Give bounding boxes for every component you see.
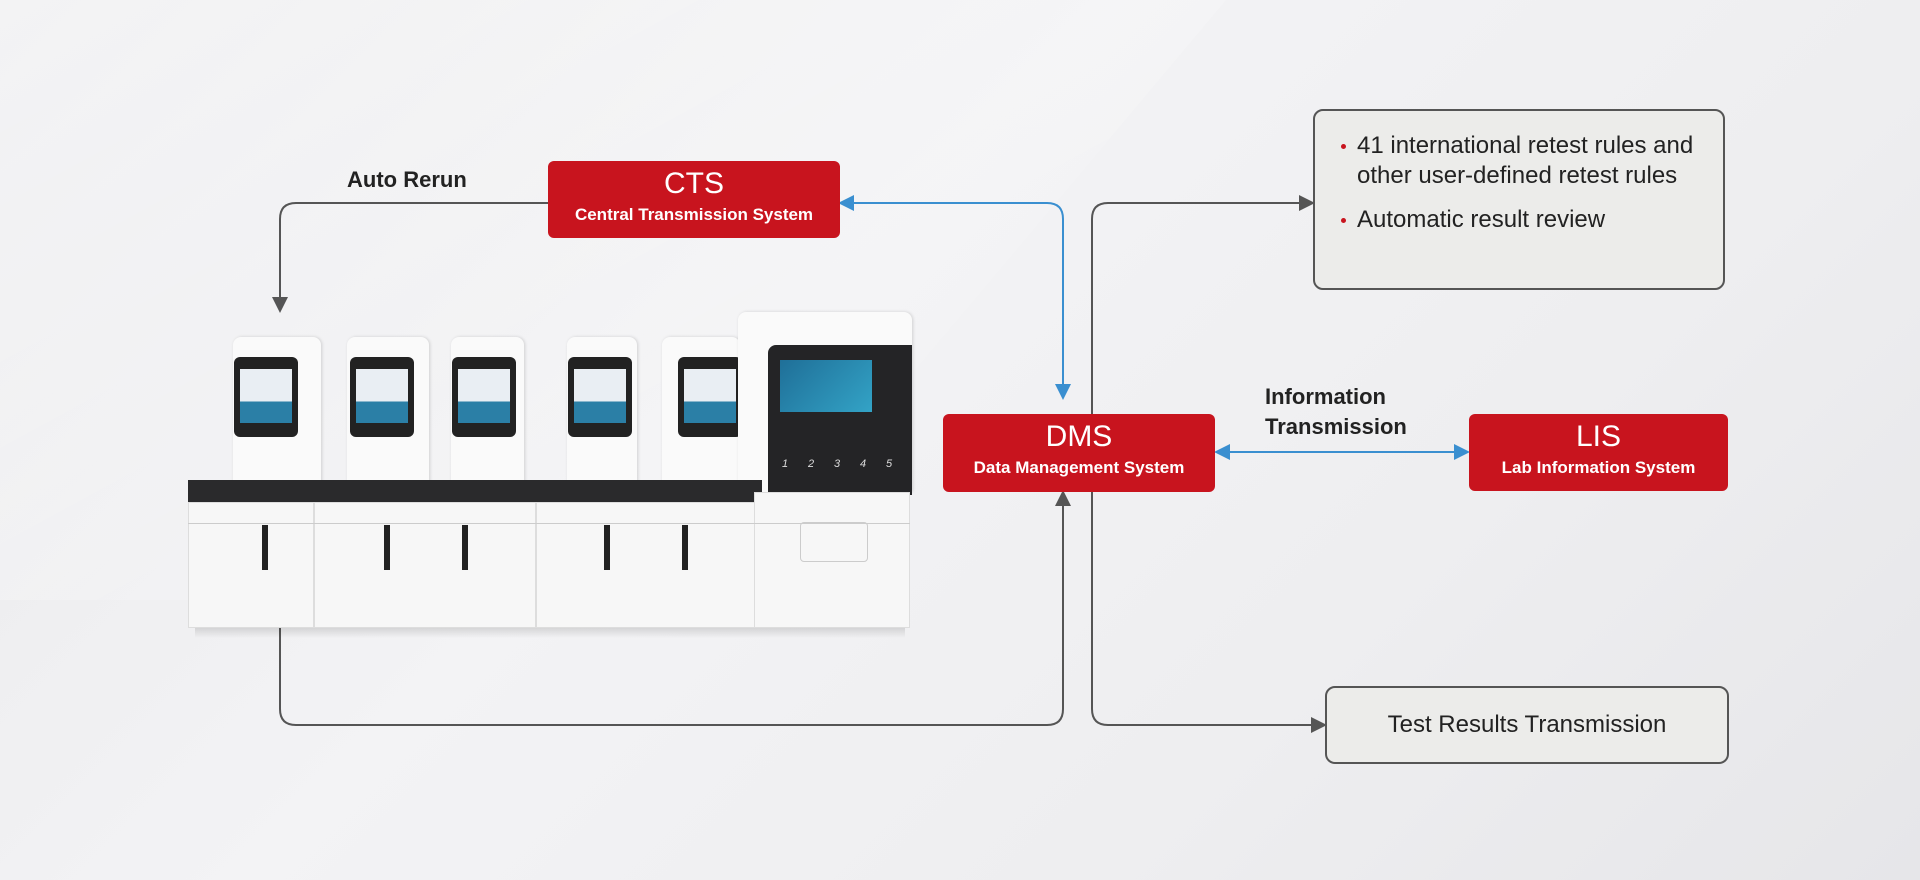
- information-transmission-label: Information Transmission: [1265, 382, 1407, 442]
- cts-dms-line: [838, 195, 1071, 400]
- auto-rerun-line: [272, 202, 548, 313]
- rule-item: Automatic result review: [1335, 205, 1705, 235]
- dms-box: DMS Data Management System: [943, 414, 1215, 492]
- cts-box: CTS Central Transmission System: [548, 161, 840, 238]
- cts-abbr: CTS: [664, 167, 724, 200]
- info-line-2: Transmission: [1265, 414, 1407, 439]
- tube-position: 5: [885, 458, 893, 470]
- lis-box: LIS Lab Information System: [1469, 414, 1728, 491]
- tube-position: 4: [859, 458, 867, 470]
- lis-abbr: LIS: [1575, 420, 1622, 453]
- dms-results-line: [1091, 492, 1327, 733]
- info-line-1: Information: [1265, 384, 1386, 409]
- rule-item: 41 international retest rules and other …: [1335, 131, 1705, 191]
- test-results-text: Test Results Transmission: [1387, 711, 1667, 738]
- test-results-box: Test Results Transmission: [1325, 686, 1729, 764]
- analyzer-dms-line: [279, 490, 1071, 726]
- retest-rules-box: 41 international retest rules and other …: [1313, 109, 1725, 290]
- cts-full-name: Central Transmission System: [574, 205, 814, 224]
- dms-full-name: Data Management System: [973, 458, 1185, 477]
- lis-full-name: Lab Information System: [1501, 458, 1696, 477]
- dms-rules-line: [1091, 195, 1315, 414]
- tube-position: 1: [781, 458, 789, 470]
- auto-rerun-label: Auto Rerun: [347, 167, 467, 192]
- tube-position: 2: [807, 458, 815, 470]
- tube-position: 3: [833, 458, 841, 470]
- dms-abbr: DMS: [1045, 420, 1113, 453]
- tube-rack: 1 2 3 4 5: [772, 450, 902, 478]
